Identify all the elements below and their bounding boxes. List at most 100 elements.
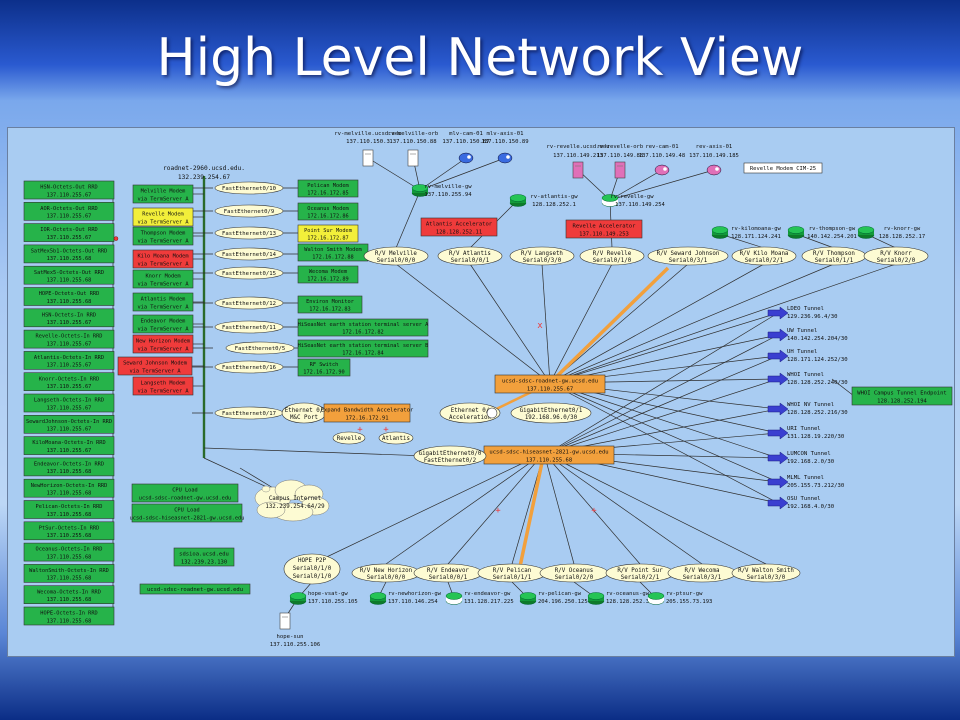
port-8-ellipse[interactable] <box>214 360 284 374</box>
port-5-ellipse[interactable] <box>214 296 284 310</box>
bottom-gw-4-router-icon-top[interactable] <box>587 592 605 600</box>
sdsioa-box[interactable] <box>173 547 235 567</box>
tunnel-5[interactable] <box>767 426 789 440</box>
roadnet-gw-box[interactable] <box>494 374 606 394</box>
port-3[interactable]: FastEthernet0/14 <box>214 247 284 261</box>
top-host-2[interactable] <box>458 152 474 164</box>
device-5-box[interactable] <box>297 295 363 314</box>
modem-left-5-box[interactable] <box>132 292 194 312</box>
rrd-9-box[interactable] <box>23 372 115 391</box>
revelle-host-1-server-icon[interactable] <box>614 161 626 179</box>
rrd-16-box[interactable] <box>23 521 115 541</box>
bottom-gw-2[interactable] <box>445 592 463 605</box>
hiseasnet-gw[interactable]: ucsd-sdsc-hiseasnet-2821-gw.ucsd.edu137.… <box>483 445 615 465</box>
tunnel-3[interactable] <box>767 372 789 386</box>
tunnel-8[interactable] <box>767 496 789 510</box>
rrd-11-box[interactable] <box>23 414 115 434</box>
revelle-gw[interactable] <box>601 194 619 207</box>
top-host-0[interactable] <box>362 149 374 167</box>
expand-eth-right-ellipse[interactable] <box>439 402 501 424</box>
tunnel-7[interactable] <box>767 475 789 489</box>
port-7-ellipse[interactable] <box>225 341 295 355</box>
top-host-3-camera-icon[interactable] <box>497 152 513 164</box>
rrd-11[interactable]: SewardJohnson-Octets-In RRD137.110.255.6… <box>23 414 115 434</box>
device-8-box[interactable] <box>297 358 351 377</box>
rrd-12-box[interactable] <box>23 436 115 455</box>
rrd-6-box[interactable] <box>23 308 115 328</box>
whoi-endpoint-box[interactable] <box>851 386 953 406</box>
top-right-gw-1[interactable] <box>787 226 805 239</box>
expand-accelerator[interactable]: Expand Bandwidth Accelerator172.16.172.9… <box>321 403 414 423</box>
rrd-13-box[interactable] <box>23 457 115 477</box>
atlantis-accelerator-box[interactable] <box>420 217 498 237</box>
bottom-gw-0[interactable] <box>289 592 307 605</box>
modem-left-6-box[interactable] <box>132 314 194 334</box>
rrd-15-box[interactable] <box>23 500 115 519</box>
port-0-ellipse[interactable] <box>214 181 284 195</box>
port-1[interactable]: FastEthernet0/9 <box>214 204 284 218</box>
revelle-host-0-server-icon[interactable] <box>572 161 584 179</box>
port-0[interactable]: FastEthernet0/10 <box>214 181 284 195</box>
cpu-load-0-box[interactable] <box>131 483 239 503</box>
modem-left-8-box[interactable] <box>117 356 193 376</box>
modem-left-3-box[interactable] <box>132 249 194 269</box>
revelle-gw-router-icon-top[interactable] <box>601 194 619 202</box>
modem-left-2-box[interactable] <box>132 226 194 246</box>
tunnel-2[interactable] <box>767 349 789 363</box>
campus-cloud-puff-5[interactable] <box>256 501 286 519</box>
rrd-3-box[interactable] <box>23 244 115 264</box>
tunnel-0[interactable] <box>767 306 789 320</box>
modem-left-4-box[interactable] <box>132 269 194 289</box>
hope-sun-host[interactable] <box>279 612 291 630</box>
expand-atlantis[interactable]: Atlantis <box>378 431 414 445</box>
tunnel-6[interactable] <box>767 451 789 465</box>
top-node-3-ellipse[interactable] <box>579 246 645 266</box>
port-3-ellipse[interactable] <box>214 247 284 261</box>
top-host-2-camera-icon[interactable] <box>458 152 474 164</box>
rrd-0-box[interactable] <box>23 180 115 200</box>
bottom-gw-5-router-icon-top[interactable] <box>647 592 665 600</box>
modem-left-0-box[interactable] <box>132 184 194 204</box>
top-node-7-ellipse[interactable] <box>863 246 929 266</box>
top-right-gw-2-router-icon-top[interactable] <box>857 226 875 234</box>
gig-0-0-ellipse[interactable] <box>413 445 487 467</box>
top-host-1[interactable] <box>407 149 419 167</box>
tunnel-7-arrow-icon[interactable] <box>767 475 789 489</box>
device-1-box[interactable] <box>297 202 359 221</box>
tunnel-2-arrow-icon[interactable] <box>767 349 789 363</box>
tunnel-4-arrow-icon[interactable] <box>767 402 789 416</box>
port-5[interactable]: FastEthernet0/12 <box>214 296 284 310</box>
top-right-gw-0-router-icon-top[interactable] <box>711 226 729 234</box>
port-4-ellipse[interactable] <box>214 266 284 280</box>
